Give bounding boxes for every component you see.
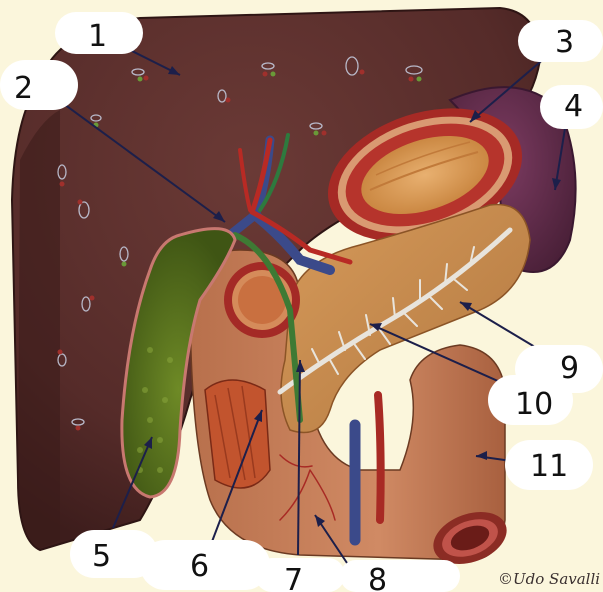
hepatic-vessels bbox=[225, 133, 353, 423]
duodenal-lumen-end bbox=[433, 511, 507, 565]
stomach-section bbox=[327, 108, 523, 242]
duodenal-vessels bbox=[279, 391, 385, 546]
pancreatic-duct bbox=[277, 227, 513, 395]
gallbladder bbox=[120, 227, 237, 499]
label-8: 8 bbox=[368, 563, 387, 592]
pointer-arrowheads bbox=[144, 66, 561, 527]
label-9: 9 bbox=[560, 351, 579, 386]
label-7: 7 bbox=[284, 563, 303, 592]
label-4: 4 bbox=[564, 89, 583, 124]
liver-vessel-dots bbox=[57, 56, 423, 431]
label-6: 6 bbox=[190, 549, 209, 584]
credit-text: ©Udo Savalli bbox=[498, 570, 600, 588]
label-10: 10 bbox=[515, 387, 553, 422]
label-5: 5 bbox=[92, 539, 111, 574]
label-pills bbox=[0, 12, 603, 592]
label-2: 2 bbox=[14, 71, 33, 106]
liver-left-lobe-shadow bbox=[18, 110, 60, 548]
label-1: 1 bbox=[88, 19, 107, 54]
label-3: 3 bbox=[555, 25, 574, 60]
label-11: 11 bbox=[530, 449, 568, 484]
duodenal-wall-section bbox=[204, 379, 271, 489]
pylorus-section bbox=[224, 262, 300, 338]
